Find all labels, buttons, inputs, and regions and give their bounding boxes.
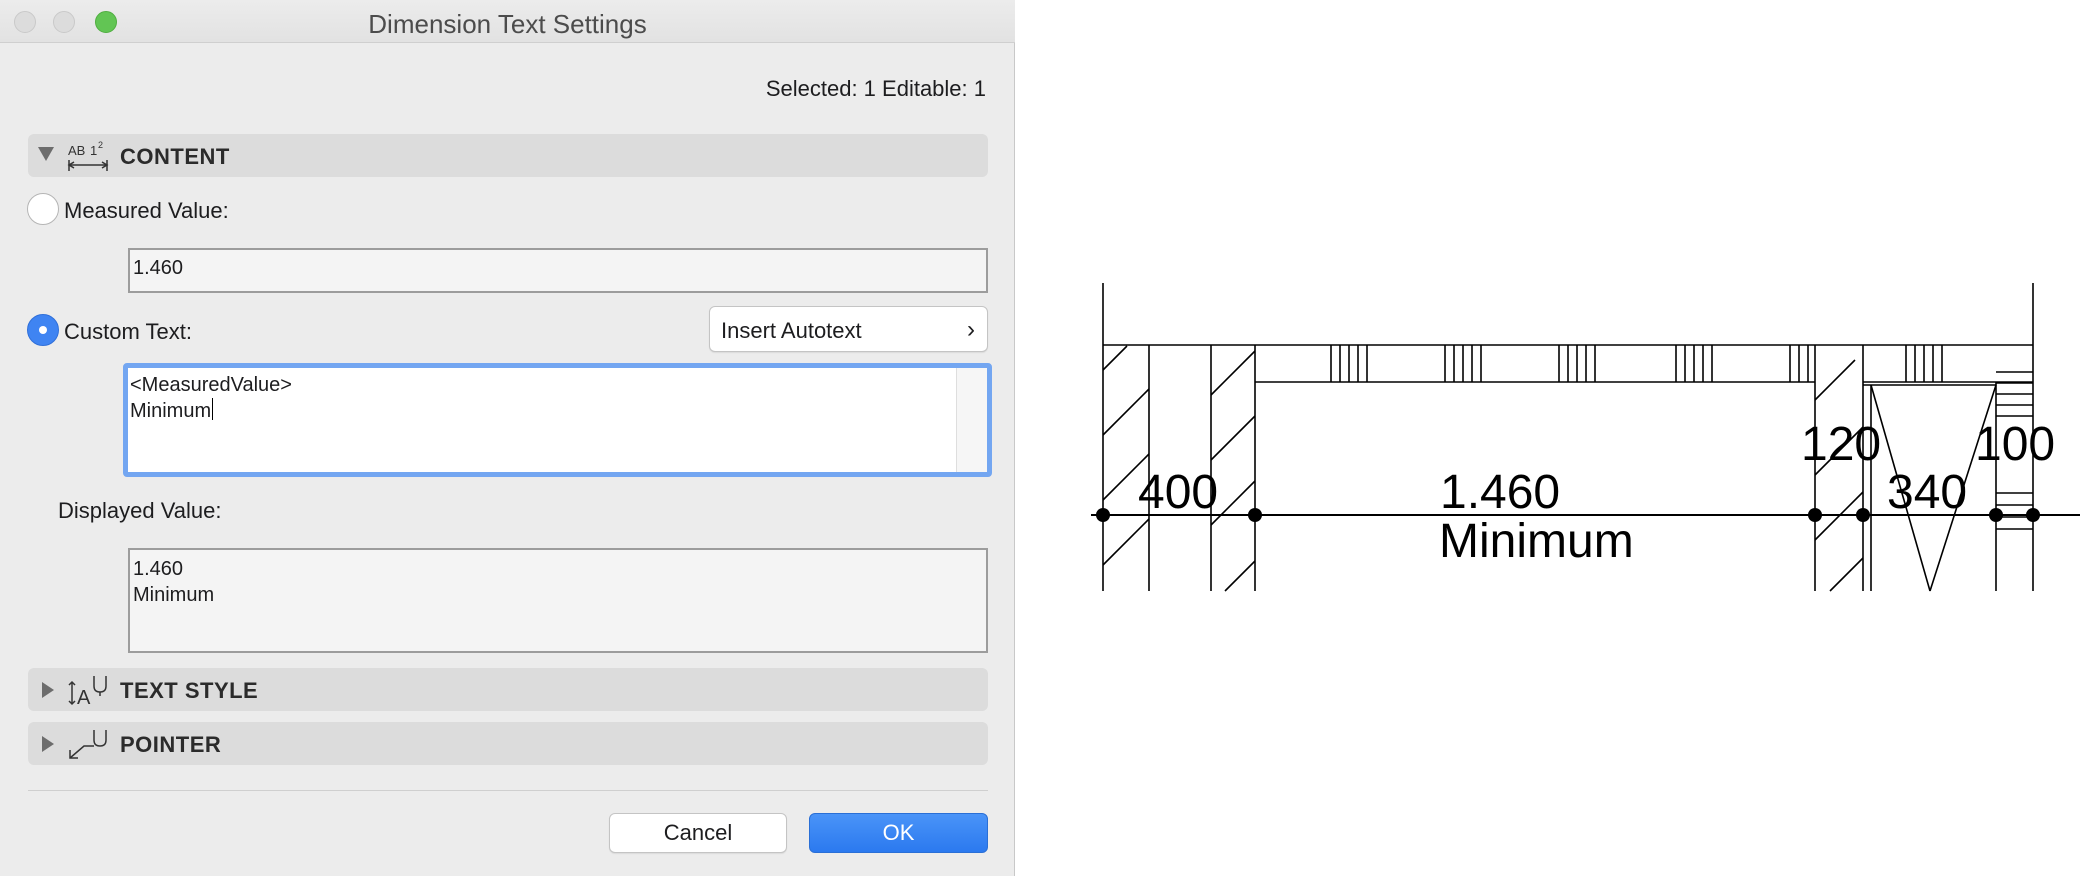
insert-autotext-button[interactable]: Insert Autotext › bbox=[709, 306, 988, 352]
footer-divider bbox=[28, 790, 988, 791]
dimension-text-400[interactable]: 400 bbox=[1138, 466, 1218, 519]
zoom-window-button[interactable] bbox=[95, 11, 117, 33]
displayed-value-field: 1.460 Minimum bbox=[128, 548, 988, 653]
cancel-button[interactable]: Cancel bbox=[609, 813, 787, 853]
dimension-text-1460[interactable]: 1.460 bbox=[1440, 466, 1560, 519]
close-window-button[interactable] bbox=[14, 11, 36, 33]
dimension-node[interactable] bbox=[1248, 508, 1262, 522]
svg-text:1: 1 bbox=[90, 143, 97, 158]
displayed-value-line: 1.460 bbox=[133, 558, 184, 580]
section-content-label: CONTENT bbox=[120, 144, 230, 169]
selection-info: Selected: 1 Editable: 1 bbox=[765, 76, 986, 101]
text-caret bbox=[212, 398, 214, 420]
measured-value-radio[interactable] bbox=[27, 193, 59, 225]
measured-value-field: 1.460 bbox=[128, 248, 988, 293]
dimension-node[interactable] bbox=[1096, 508, 1110, 522]
section-text-style-label: TEXT STYLE bbox=[120, 678, 259, 703]
dimension-node[interactable] bbox=[2026, 508, 2040, 522]
dimension-node[interactable] bbox=[1808, 508, 1822, 522]
dimension-node[interactable] bbox=[1856, 508, 1870, 522]
custom-text-label: Custom Text: bbox=[64, 319, 192, 344]
svg-text:AB: AB bbox=[68, 143, 85, 158]
title-bar[interactable]: Dimension Text Settings bbox=[0, 0, 1015, 43]
disclosure-expanded-icon bbox=[38, 147, 54, 161]
dimension-text-settings-dialog: Dimension Text Settings Selected: 1 Edit… bbox=[0, 0, 1015, 876]
custom-text-line: Minimum bbox=[130, 400, 212, 422]
custom-text-radio[interactable] bbox=[27, 314, 59, 346]
plan-drawing-canvas[interactable]: 400 1.460 Minimum 120 340 100 bbox=[1015, 0, 2080, 876]
dimension-ab-icon: AB 1 2 bbox=[67, 140, 109, 171]
dimension-nodes bbox=[1096, 508, 2040, 522]
custom-text-input[interactable]: <MeasuredValue> Minimum bbox=[123, 363, 992, 477]
wall-geometry bbox=[1102, 283, 2034, 592]
section-text-style-header[interactable]: A TEXT STYLE bbox=[28, 668, 988, 711]
displayed-value-label: Displayed Value: bbox=[58, 498, 222, 523]
disclosure-collapsed-icon bbox=[42, 736, 54, 752]
svg-text:A: A bbox=[77, 687, 91, 708]
custom-text-line: <MeasuredValue> bbox=[130, 374, 292, 396]
window-title: Dimension Text Settings bbox=[368, 9, 647, 39]
dimension-text-120[interactable]: 120 bbox=[1801, 418, 1881, 471]
insert-autotext-label: Insert Autotext bbox=[721, 318, 862, 343]
custom-text-scrollbar[interactable] bbox=[956, 368, 987, 472]
disclosure-collapsed-icon bbox=[42, 682, 54, 698]
dimension-text-100[interactable]: 100 bbox=[1975, 418, 2055, 471]
dimension-text-340[interactable]: 340 bbox=[1887, 466, 1967, 519]
dimension-node[interactable] bbox=[1989, 508, 2003, 522]
chevron-right-icon: › bbox=[967, 316, 975, 343]
plan-drawing: 400 1.460 Minimum 120 340 100 bbox=[1091, 283, 2080, 592]
measured-value-label: Measured Value: bbox=[64, 198, 229, 223]
dimension-text-minimum[interactable]: Minimum bbox=[1439, 515, 1634, 568]
minimize-window-button[interactable] bbox=[53, 11, 75, 33]
displayed-value-line: Minimum bbox=[133, 584, 215, 606]
ok-button[interactable]: OK bbox=[809, 813, 988, 853]
pointer-icon bbox=[69, 730, 107, 759]
section-pointer-label: POINTER bbox=[120, 732, 222, 757]
text-style-icon: A bbox=[68, 676, 107, 708]
section-content-header[interactable]: AB 1 2 CONTENT bbox=[28, 134, 988, 177]
svg-text:2: 2 bbox=[98, 140, 103, 150]
section-pointer-header[interactable]: POINTER bbox=[28, 722, 988, 765]
